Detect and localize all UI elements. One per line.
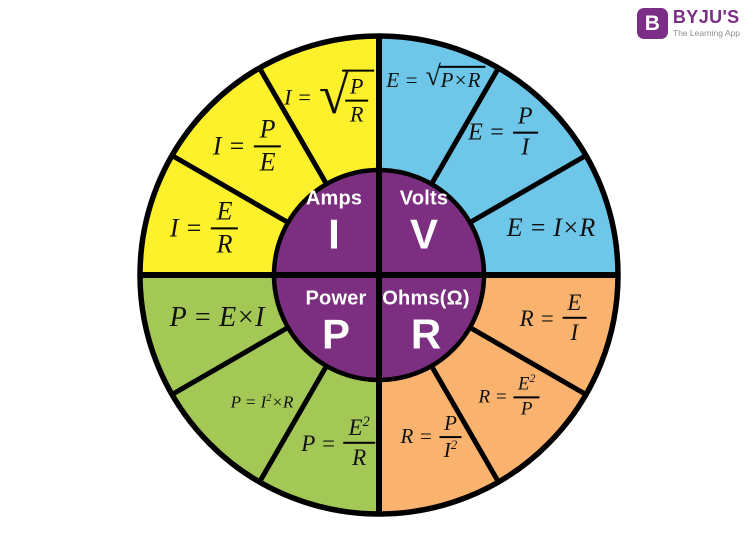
numerator: E bbox=[562, 290, 587, 319]
numerator: P bbox=[345, 74, 369, 102]
formula-i-sqrt-p-over-r: I = √ P R bbox=[284, 63, 374, 127]
fraction: P I2 bbox=[439, 412, 462, 463]
center-label-power: Power P bbox=[305, 289, 366, 356]
volts-symbol: V bbox=[409, 210, 439, 258]
radicand: P R bbox=[341, 69, 374, 127]
ohms-word: Ohms(Ω) bbox=[382, 287, 470, 310]
formula-e-p-over-i: E = P I bbox=[468, 104, 538, 162]
formula-r-e-squared-over-p: R = E2 P bbox=[478, 372, 540, 420]
fraction: E I bbox=[562, 290, 587, 345]
formula-lhs: I = bbox=[212, 131, 246, 160]
fraction: P R bbox=[345, 74, 369, 127]
formula-lhs: I = bbox=[284, 85, 312, 110]
radical-group: √ P×R bbox=[425, 60, 486, 94]
denominator: E bbox=[259, 147, 276, 177]
formula-post: ×R bbox=[271, 392, 294, 412]
numerator: P bbox=[439, 412, 462, 438]
radical-sign: √ bbox=[318, 63, 350, 125]
byjus-logo: B BYJU'S The Learning App bbox=[636, 8, 740, 39]
numerator: E2 bbox=[513, 372, 540, 398]
numerator: E bbox=[210, 197, 239, 229]
quadrant-cross-lines bbox=[140, 36, 618, 514]
amps-symbol: I bbox=[328, 210, 340, 258]
superscript: 2 bbox=[266, 392, 272, 404]
radical-group: √ P R bbox=[318, 63, 374, 127]
formula-lhs: P = bbox=[301, 430, 337, 456]
formula-lhs: E = bbox=[468, 120, 505, 146]
formula-e-sqrt-p-times-r: E = √ P×R bbox=[386, 60, 486, 94]
fraction: P I bbox=[512, 104, 538, 162]
numerator: P bbox=[512, 104, 538, 134]
outer-rim-circle bbox=[137, 33, 621, 517]
denominator: P bbox=[520, 398, 533, 420]
denominator: R bbox=[216, 229, 233, 259]
formula-text: P = I2×R bbox=[230, 392, 294, 412]
formula-p-i-squared-times-r: P = I2×R bbox=[230, 392, 294, 412]
formula-pre: P = I bbox=[230, 392, 267, 412]
power-word: Power bbox=[305, 287, 367, 310]
amps-word: Amps bbox=[305, 187, 363, 210]
denominator: R bbox=[350, 101, 364, 127]
denominator: I bbox=[521, 134, 530, 161]
fraction: E R bbox=[210, 197, 239, 259]
fraction: P E bbox=[253, 115, 282, 177]
fraction: E2 R bbox=[343, 414, 375, 470]
fraction: E2 P bbox=[513, 372, 540, 420]
formula-lhs: I = bbox=[169, 213, 203, 242]
denominator: R bbox=[352, 444, 367, 470]
center-label-ohms: Ohms(Ω) R bbox=[382, 289, 469, 356]
center-label-volts: Volts V bbox=[400, 189, 448, 256]
superscript: 2 bbox=[450, 437, 458, 453]
formula-r-e-over-i: R = E I bbox=[519, 290, 587, 345]
byjus-tagline: The Learning App bbox=[672, 27, 740, 38]
byjus-logo-icon: B bbox=[636, 8, 668, 39]
denominator: I2 bbox=[443, 437, 458, 463]
numerator: P bbox=[253, 115, 282, 147]
formula-i-p-over-e: I = P E bbox=[212, 115, 282, 177]
radicand: P×R bbox=[438, 65, 486, 91]
formula-e-i-times-r: E = I×R bbox=[507, 215, 596, 241]
center-label-amps: Amps I bbox=[306, 189, 362, 256]
wedge-dividers bbox=[169, 65, 589, 485]
formula-text: P = E×I bbox=[169, 302, 265, 333]
ohms-symbol: R bbox=[410, 310, 442, 358]
byjus-logo-text: BYJU'S The Learning App bbox=[673, 8, 740, 38]
power-symbol: P bbox=[321, 310, 350, 358]
formula-r-p-over-i-squared: R = P I2 bbox=[400, 412, 462, 463]
denominator: I bbox=[570, 319, 579, 345]
byjus-brand-name: BYJU'S bbox=[672, 7, 740, 27]
formula-p-e-squared-over-r: P = E2 R bbox=[301, 414, 375, 470]
formula-lhs: R = bbox=[478, 386, 508, 408]
volts-word: Volts bbox=[399, 187, 449, 210]
formula-lhs: E = bbox=[386, 67, 419, 92]
numerator: E2 bbox=[343, 414, 375, 444]
formula-i-e-over-r: I = E R bbox=[169, 197, 239, 259]
superscript: 2 bbox=[529, 372, 536, 386]
formula-lhs: R = bbox=[519, 305, 555, 331]
formula-p-e-times-i: P = E×I bbox=[170, 304, 265, 332]
formula-text: E = I×R bbox=[506, 213, 596, 242]
superscript: 2 bbox=[362, 414, 370, 431]
formula-lhs: R = bbox=[400, 424, 433, 449]
radical-sign: √ bbox=[425, 60, 441, 92]
